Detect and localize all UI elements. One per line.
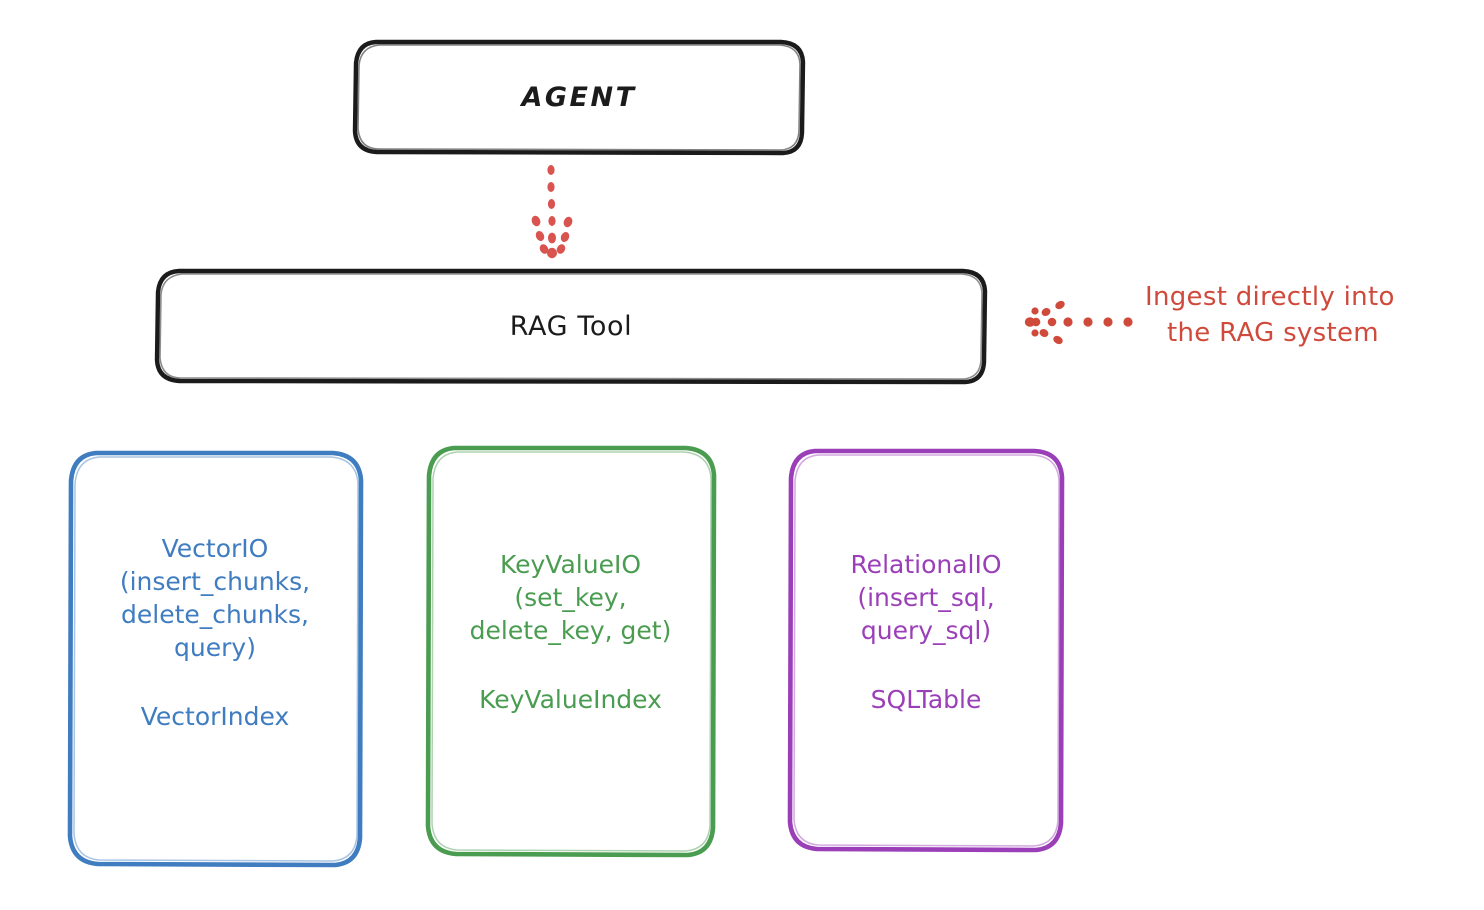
agent-node-shape[interactable] — [352, 39, 806, 156]
relational-io-node-shape[interactable] — [787, 448, 1065, 853]
agent-to-rag-arrow — [531, 165, 573, 259]
vector-io-node-shape[interactable] — [67, 450, 364, 868]
ingest-arrow — [1024, 300, 1133, 345]
key-value-io-node-shape[interactable] — [425, 445, 717, 858]
rag-tool-node-shape[interactable] — [154, 268, 988, 385]
